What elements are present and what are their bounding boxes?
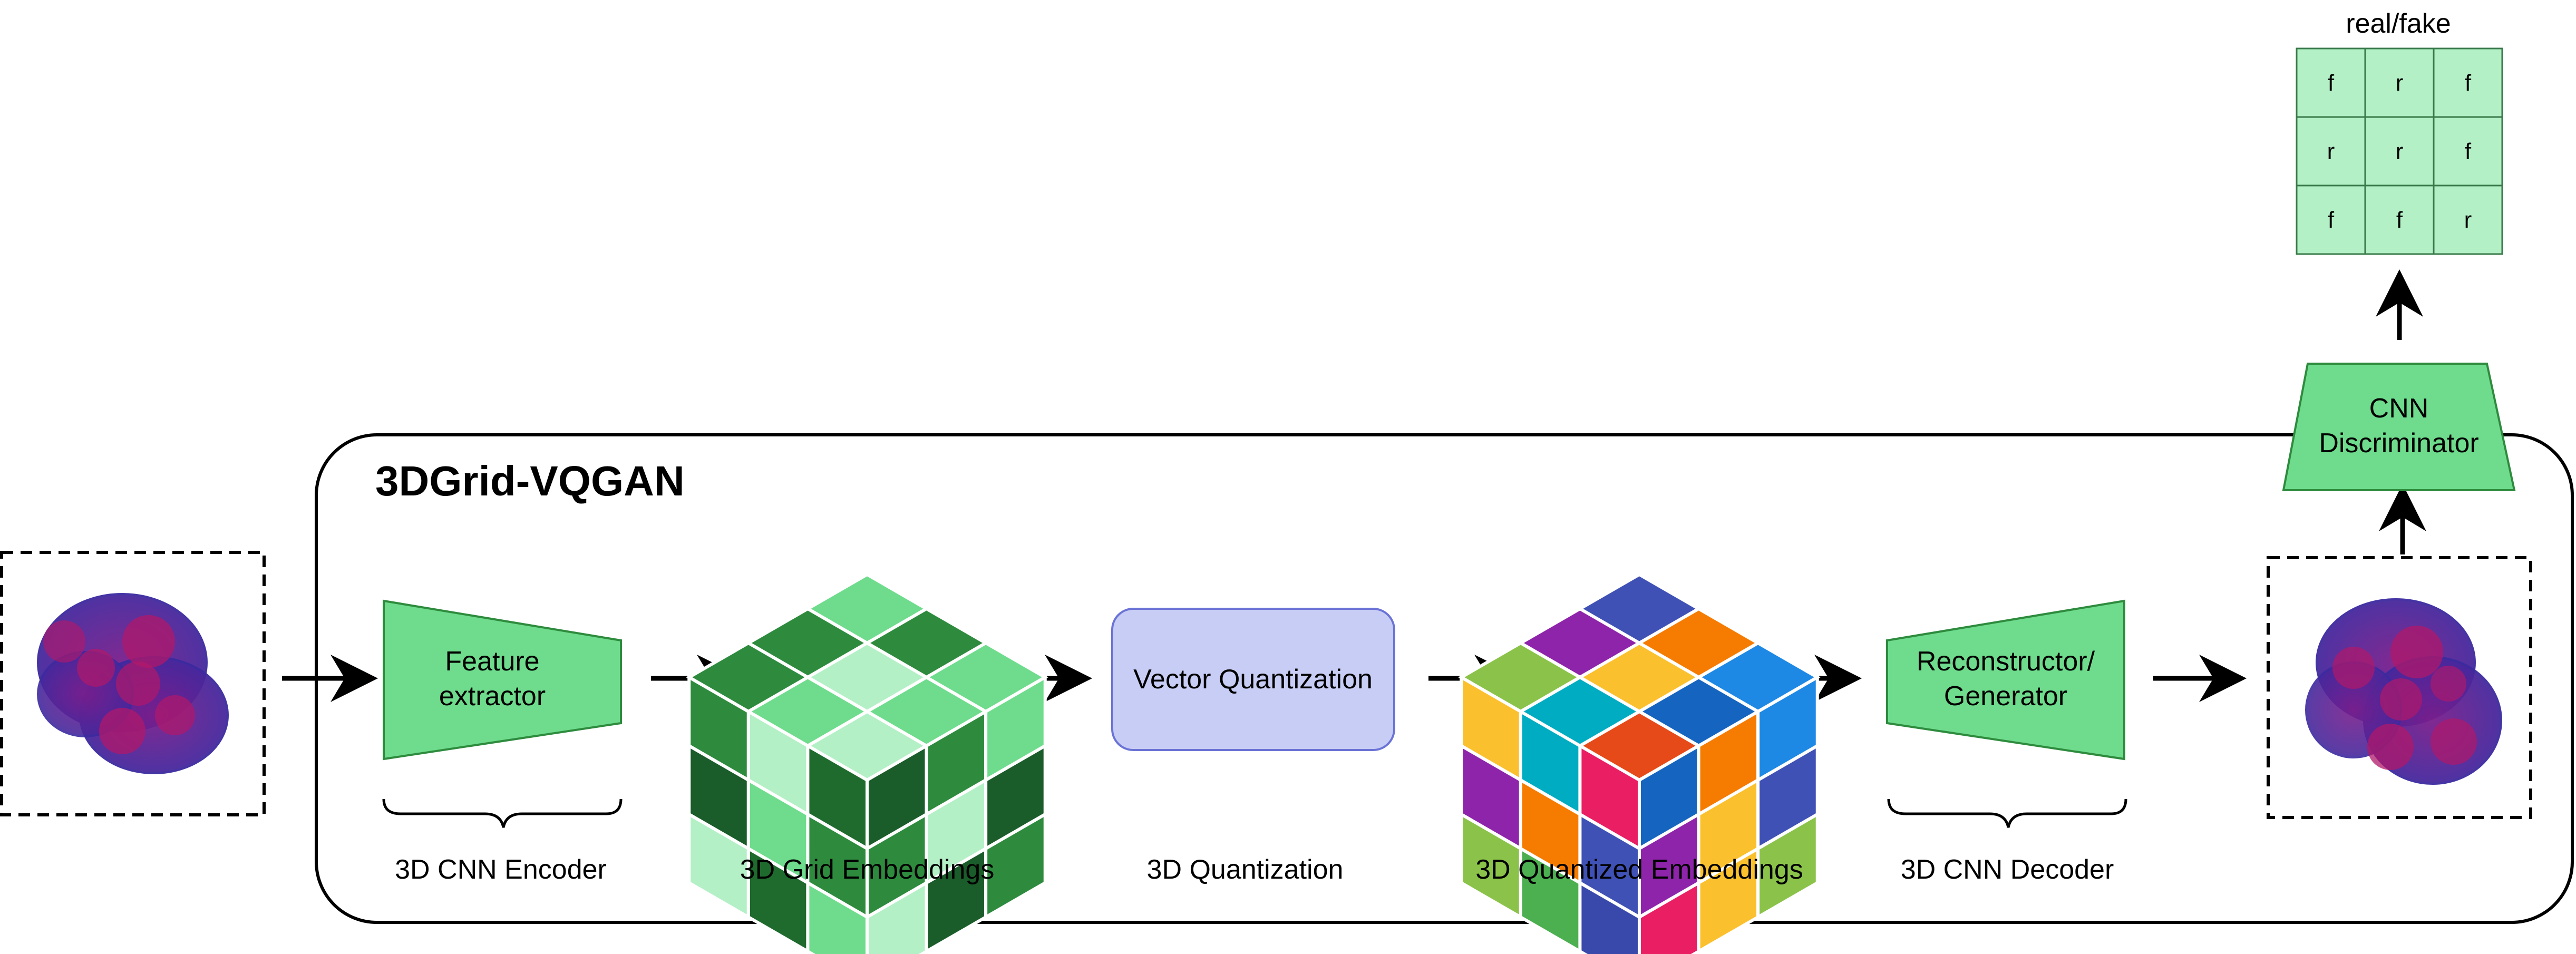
discriminator-block [2282,363,2516,491]
real-fake-cell-label: f [2328,207,2335,233]
real-fake-cell-label: r [2396,139,2404,164]
real-fake-cell-label: f [2396,207,2403,233]
grid-cube-left-cell [806,880,869,954]
discriminator-label-line1: CNN [2369,393,2429,424]
decoder-label-line2: Generator [1944,681,2067,712]
real-fake-cell [2364,47,2435,118]
real-fake-cell-label: r [2464,207,2472,233]
quantization-stage-label: 3D Quantization [1147,854,1344,885]
encoder-block [383,599,622,761]
encoder-stage-label: 3D CNN Encoder [395,854,607,885]
decoder-stage-label: 3D CNN Decoder [1901,854,2114,885]
real-fake-cell-label: f [2465,139,2472,164]
decoder-block [1886,599,2125,761]
grid-embeddings-cube [686,572,1048,954]
input-sample-frame [0,551,266,816]
quantized-embeddings-stage-label: 3D Quantized Embeddings [1475,854,1803,885]
vector-quantization-label: Vector Quantization [1133,664,1373,695]
real-fake-cell [2433,47,2503,118]
real-fake-cell [2364,116,2435,187]
real-fake-cell-label: r [2396,70,2404,96]
decoder-label-line1: Reconstructor/ [1917,646,2095,677]
diagram-title: 3DGrid-VQGAN [375,457,685,504]
encoder-label-line2: extractor [439,681,546,712]
output-sample-frame [2267,556,2532,819]
quantized-cube-right-cell [1756,811,1819,920]
quantized-embeddings-cube [1458,572,1821,954]
decoder-brace [1887,799,2127,828]
real-fake-cell-label: r [2327,139,2335,164]
encoder-brace [382,799,623,828]
real-fake-cell-label: f [2465,70,2472,96]
encoder-label-line1: Feature [445,646,539,677]
real-fake-cell [2433,184,2503,255]
real-fake-title: real/fake [2346,8,2451,39]
quantized-cube-left-cell [1578,880,1641,954]
real-fake-cell [2296,184,2366,255]
discriminator-label-line2: Discriminator [2319,428,2478,459]
real-fake-cell [2364,184,2435,255]
grid-embeddings-stage-label: 3D Grid Embeddings [740,854,995,885]
vector-quantization-block [1111,608,1395,751]
grid-cube-right-cell [984,811,1047,920]
output-sample-blob [2305,598,2502,785]
input-sample-blob [37,593,229,774]
real-fake-grid: f r f r r f f f r [2296,47,2503,255]
real-fake-cell-label: f [2328,70,2335,96]
